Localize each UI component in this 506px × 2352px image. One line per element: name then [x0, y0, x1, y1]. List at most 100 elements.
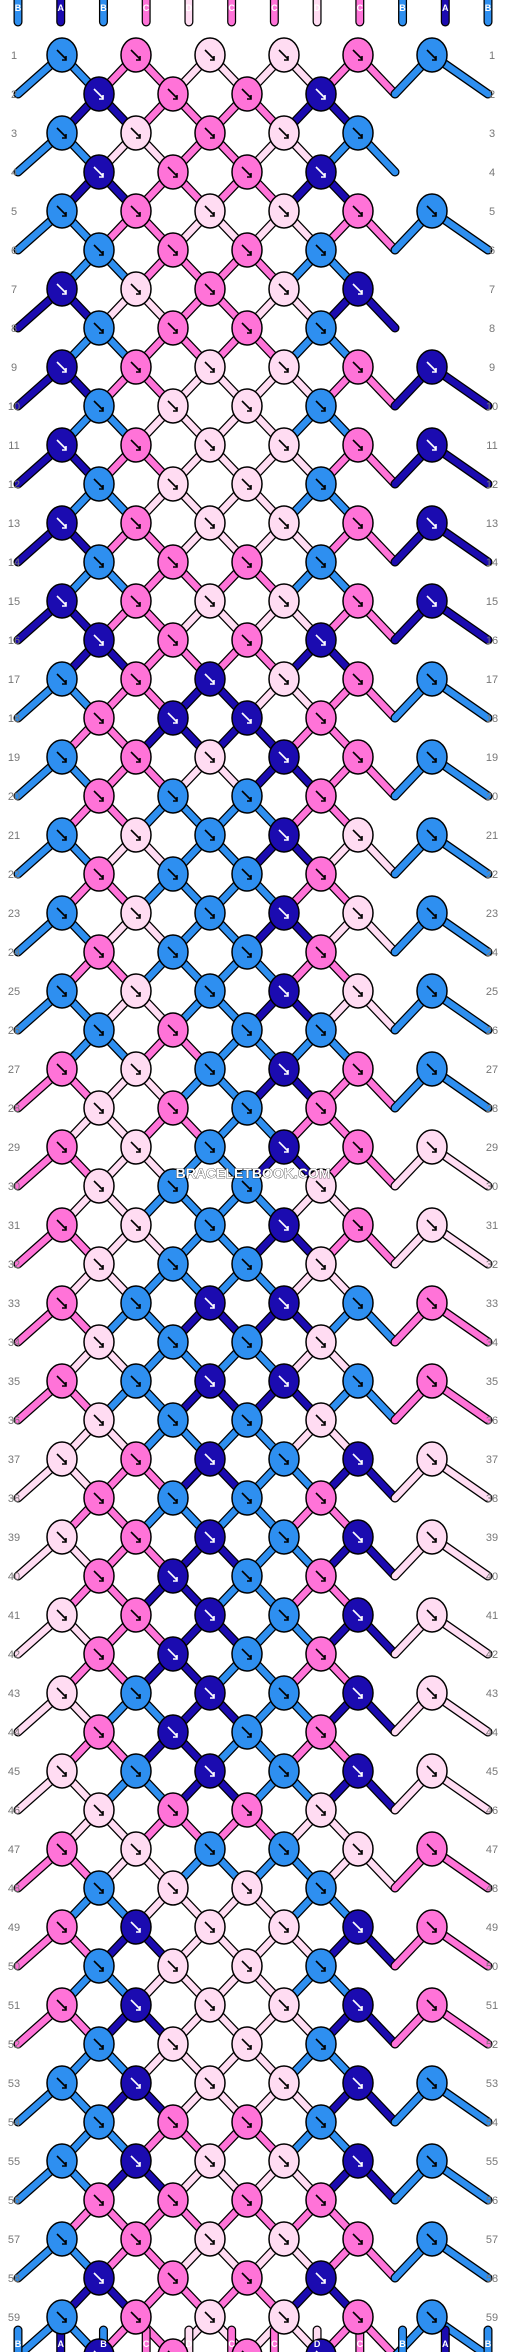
knot-arrow-icon	[241, 478, 252, 490]
row-number-left: 43	[8, 1688, 20, 1700]
knot-arrow-icon	[204, 2155, 215, 2167]
knot-arrow-icon	[130, 595, 141, 607]
knot-arrow-icon	[278, 517, 289, 529]
knot-arrow-icon	[56, 205, 67, 217]
row-number-left: 39	[8, 1532, 20, 1544]
knot-arrow-icon	[278, 907, 289, 919]
knot-arrow-icon	[93, 1804, 104, 1816]
row-number-left: 44	[8, 1727, 20, 1739]
knot-arrow-icon	[241, 556, 252, 568]
knot-arrow-icon	[93, 88, 104, 100]
row-number-left: 42	[8, 1649, 20, 1661]
knot-arrow-icon	[56, 2233, 67, 2245]
knot-arrow-icon	[56, 1063, 67, 1075]
row-number-right: 9	[489, 362, 495, 374]
knot-arrow-icon	[204, 361, 215, 373]
knot-arrow-icon	[93, 1414, 104, 1426]
knot-arrow-icon	[241, 166, 252, 178]
row-number-left: 59	[8, 2312, 20, 2324]
knot-arrow-icon	[167, 946, 178, 958]
knot-arrow-icon	[93, 946, 104, 958]
knot-arrow-icon	[315, 166, 326, 178]
row-number-left: 17	[8, 674, 20, 686]
row-number-left: 27	[8, 1064, 20, 1076]
row-number-left: 2	[11, 89, 17, 101]
row-number-left: 25	[8, 986, 20, 998]
knot-arrow-icon	[167, 400, 178, 412]
row-number-left: 19	[8, 752, 20, 764]
knot-arrow-icon	[352, 1999, 363, 2011]
knot-arrow-icon	[352, 1375, 363, 1387]
knot-arrow-icon	[278, 595, 289, 607]
knot-arrow-icon	[315, 790, 326, 802]
knot-arrow-icon	[93, 1180, 104, 1192]
knot-arrow-icon	[278, 1843, 289, 1855]
knot-arrow-icon	[204, 1375, 215, 1387]
knot-arrow-icon	[130, 1999, 141, 2011]
knot-arrow-icon	[278, 205, 289, 217]
knot-arrow-icon	[167, 166, 178, 178]
knot-arrow-icon	[315, 322, 326, 334]
knot-arrow-icon	[426, 439, 437, 451]
knot-arrow-icon	[130, 1531, 141, 1543]
knot-arrow-icon	[167, 88, 178, 100]
knot-arrow-icon	[93, 2194, 104, 2206]
knot-arrow-icon	[426, 1999, 437, 2011]
string-label-top: B	[15, 3, 22, 13]
knot-arrow-icon	[278, 1609, 289, 1621]
row-number-right: 50	[486, 1961, 498, 1973]
knot-arrow-icon	[241, 322, 252, 334]
knot-arrow-icon	[352, 1531, 363, 1543]
string-label-top: C	[271, 3, 278, 13]
knot-arrow-icon	[352, 2077, 363, 2089]
knot-arrow-icon	[167, 2272, 178, 2284]
knot-arrow-icon	[204, 1063, 215, 1075]
knot-arrow-icon	[167, 1102, 178, 1114]
row-number-left: 1	[11, 50, 17, 62]
knot-arrow-icon	[93, 1102, 104, 1114]
knot-arrow-icon	[426, 2077, 437, 2089]
row-number-right: 33	[486, 1298, 498, 1310]
knot-arrow-icon	[278, 985, 289, 997]
knot-arrow-icon	[426, 673, 437, 685]
knot-arrow-icon	[204, 907, 215, 919]
knot-arrow-icon	[352, 673, 363, 685]
row-number-right: 10	[486, 401, 498, 413]
row-number-right: 37	[486, 1454, 498, 1466]
row-number-right: 38	[486, 1493, 498, 1505]
knot-arrow-icon	[167, 478, 178, 490]
knot-arrow-icon	[130, 1375, 141, 1387]
knot-arrow-icon	[278, 1687, 289, 1699]
row-number-left: 40	[8, 1571, 20, 1583]
row-number-right: 18	[486, 713, 498, 725]
knot-arrow-icon	[93, 1648, 104, 1660]
knot-arrow-icon	[204, 1297, 215, 1309]
knot-arrow-icon	[93, 400, 104, 412]
knot-arrow-icon	[204, 49, 215, 61]
knot-arrow-icon	[426, 1219, 437, 1231]
row-number-right: 16	[486, 635, 498, 647]
row-number-left: 26	[8, 1025, 20, 1037]
knot-arrow-icon	[130, 517, 141, 529]
knot-arrow-icon	[56, 517, 67, 529]
knot-arrow-icon	[167, 1804, 178, 1816]
knot-arrow-icon	[352, 1219, 363, 1231]
knot-arrow-icon	[352, 361, 363, 373]
row-number-right: 23	[486, 908, 498, 920]
row-number-left: 53	[8, 2078, 20, 2090]
knot-arrow-icon	[315, 244, 326, 256]
string-label-bottom: C	[357, 2339, 364, 2349]
knot-arrow-icon	[56, 829, 67, 841]
knot-arrow-icon	[167, 790, 178, 802]
knot-arrow-icon	[56, 673, 67, 685]
knot-arrow-icon	[167, 244, 178, 256]
knot-arrow-icon	[167, 322, 178, 334]
knot-arrow-icon	[352, 751, 363, 763]
string-label-top: B	[399, 3, 406, 13]
knot-arrow-icon	[130, 673, 141, 685]
row-number-left: 16	[8, 635, 20, 647]
row-number-left: 4	[11, 167, 17, 179]
knot-arrow-icon	[352, 127, 363, 139]
knot-arrow-icon	[315, 1882, 326, 1894]
